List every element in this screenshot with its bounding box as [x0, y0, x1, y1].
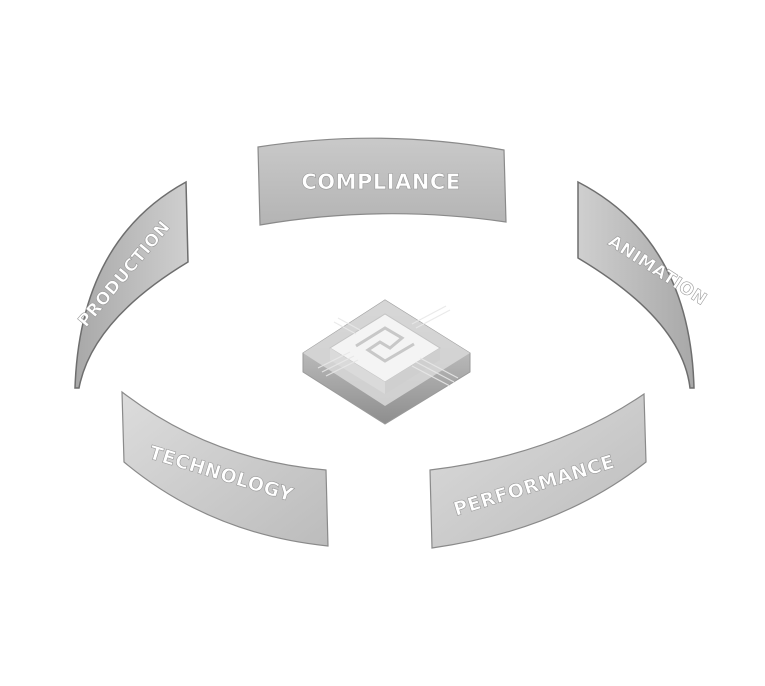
segment-performance: PERFORMANCE — [429, 392, 647, 549]
segment-technology: TECHNOLOGY — [121, 390, 329, 547]
segment-compliance: COMPLIANCE — [257, 137, 507, 226]
segment-label-compliance: COMPLIANCE — [301, 170, 460, 194]
chip-logo-icon — [302, 299, 471, 425]
segment-animation: ANIMATION — [577, 180, 711, 389]
segment-production: PRODUCTION — [74, 180, 189, 389]
